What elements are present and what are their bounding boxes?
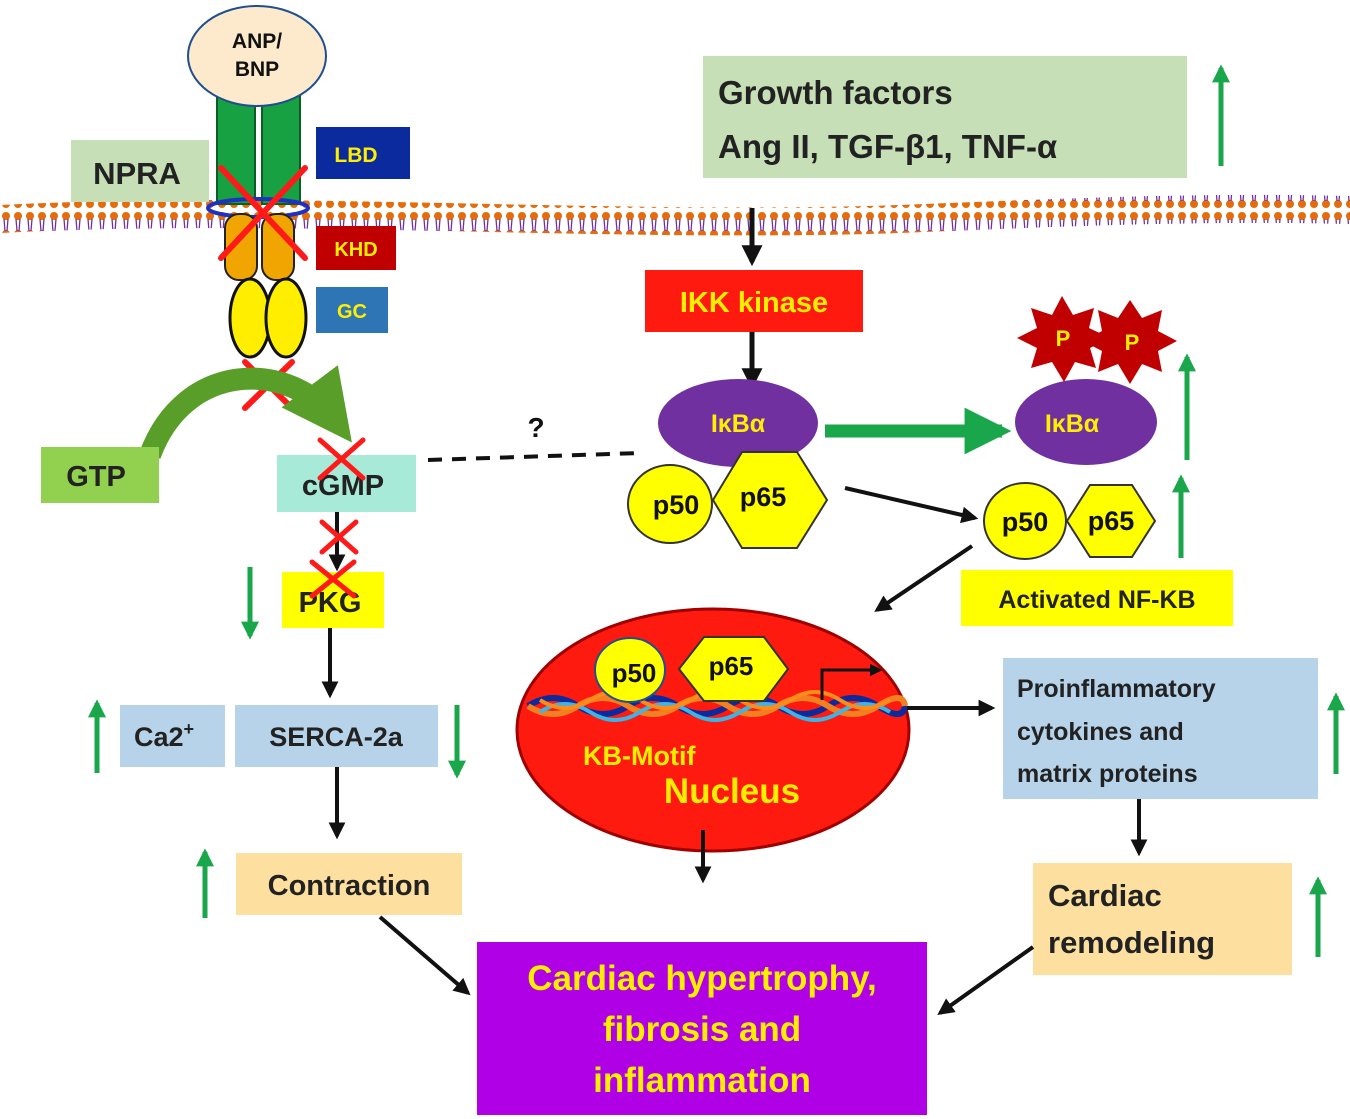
outcome-line-2: fibrosis and [603,1010,801,1049]
lbd-box [316,127,410,179]
khd-box [316,226,396,270]
phosphate-p-2: P [1125,330,1140,355]
ikba-ellipse [658,379,818,467]
nuclear-p50-circle [594,637,666,703]
nfkb-to-nucleus-arrow [874,544,974,612]
gtp-to-cgmp-arrow [139,365,352,460]
ca-label: Ca2+ [134,719,194,752]
outcome-box [477,942,927,1115]
serca-box [235,705,438,767]
cgmp-label: cGMP [302,470,384,502]
nuclear-p65-label: p65 [709,651,754,681]
ikk-label: IKK kinase [680,287,828,319]
cytokines-line-3: matrix proteins [1017,760,1198,788]
ikba-label: IκBα [711,410,766,438]
p50-circle [627,464,713,544]
ca-text: Ca2 [134,722,184,752]
free-p50-label: p50 [1002,507,1049,537]
free-p65-label: p65 [1088,506,1135,536]
p50-label: p50 [653,490,700,520]
ca-superscript: + [184,719,195,739]
contraction-to-outcome-arrow [378,915,471,996]
anp-bnp-ligand [187,5,327,107]
phospho-ikba-ellipse [1015,379,1157,465]
pkg-cross [309,559,357,599]
gtp-box [41,447,159,503]
anp-label: ANP/ [232,30,282,53]
phospho-ikba-label: IκBα [1045,410,1100,438]
pkg-arrow-cross [319,519,359,555]
outcome-line-3: inflammation [593,1061,811,1100]
npra-label: NPRA [93,156,181,191]
ca-box [120,705,225,767]
nucleus-label: Nucleus [664,772,800,811]
serca-label: SERCA-2a [269,722,404,752]
cgmp-ikba-dashed-line [427,451,641,462]
p65-label: p65 [740,482,787,512]
cgmp-cross [317,437,366,481]
outcome-line-1: Cardiac hypertrophy, [527,959,876,998]
ikk-box [645,270,863,332]
contraction-box [236,853,462,915]
phosphate-p-1: P [1056,326,1071,351]
growth-factors-list: Ang II, TGF-β1, TNF-α [718,128,1057,165]
cytokines-line-2: cytokines and [1017,718,1184,746]
p65-hexagon [711,451,829,549]
activated-nfkb-box [961,570,1233,626]
nuclear-p50-label: p50 [612,658,657,688]
kb-motif-label: KB-Motif [583,741,696,771]
npra-box [71,140,209,202]
khd-label: KHD [334,239,377,261]
gc-box [316,287,388,333]
growth-factors-title: Growth factors [718,74,953,111]
transcription-start-arrow [820,663,883,700]
growth-factors-box [703,56,1187,178]
contraction-label: Contraction [268,870,431,902]
lbd-label: LBD [334,144,377,167]
gtp-label: GTP [66,461,126,493]
receptor-cross [218,165,308,261]
remodeling-line-2: remodeling [1048,925,1215,960]
activated-nfkb-label: Activated NF-KB [998,586,1195,614]
nuclear-p65-hexagon [677,636,790,702]
remodeling-line-1: Cardiac [1048,878,1162,913]
phosphate-star-1 [1017,296,1110,382]
cell-membrane [0,194,1350,236]
question-mark: ? [527,412,544,443]
free-p65-hexagon [1065,484,1157,558]
phosphate-star-2 [1083,300,1177,384]
release-arrow [844,486,979,524]
cytokines-box [1003,658,1318,799]
remodeling-to-outcome-arrow [937,945,1035,1015]
gc-label: GC [337,301,367,323]
remodeling-box [1033,863,1292,975]
cytokines-line-1: Proinflammatory [1017,675,1216,703]
bnp-label: BNP [235,58,279,81]
